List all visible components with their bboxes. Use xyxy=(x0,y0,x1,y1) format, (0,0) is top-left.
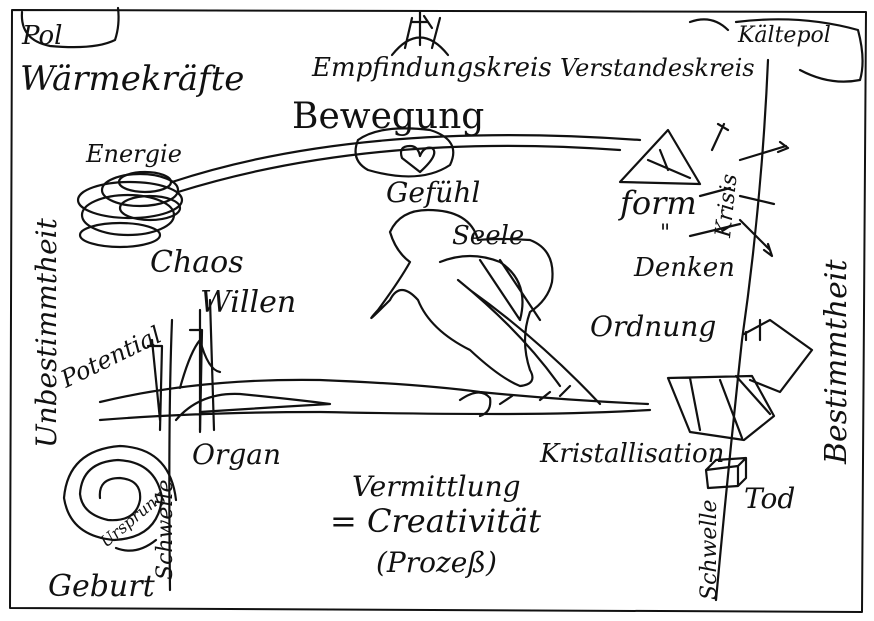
label-pole: Pol xyxy=(21,21,62,51)
label-sensation-circle: Empfindungskreis xyxy=(311,53,552,83)
form-triangle xyxy=(620,130,700,184)
order-shape xyxy=(744,320,812,392)
label-mediation-1: Vermittlung xyxy=(352,470,521,503)
label-mediation-2: = Creativität xyxy=(330,502,541,540)
label-order: Ordnung xyxy=(590,310,716,343)
label-crystallisation: Kristallisation xyxy=(539,439,724,469)
label-ditto: " xyxy=(660,221,670,246)
label-birth: Geburt xyxy=(48,569,156,604)
label-threshold-right: Schwelle xyxy=(697,499,722,600)
label-understanding-circle: Verstandeskreis xyxy=(560,54,755,82)
label-feeling: Gefühl xyxy=(386,176,480,209)
figure-body xyxy=(440,256,600,404)
label-warmth-forces: Wärmekräfte xyxy=(20,59,244,99)
birth-spiral-tail xyxy=(116,540,156,551)
label-chaos: Chaos xyxy=(150,245,244,280)
label-will: Willen xyxy=(200,285,296,320)
label-organ: Organ xyxy=(192,438,281,471)
label-thinking: Denken xyxy=(633,253,735,283)
label-movement: Bewegung xyxy=(292,96,484,137)
label-indeterminacy: Unbestimmtheit xyxy=(30,217,63,448)
label-form: form xyxy=(618,184,697,222)
energy-scribble xyxy=(78,172,182,247)
star-rays xyxy=(392,12,448,55)
label-potential: Potential xyxy=(55,321,165,394)
crystal xyxy=(668,376,774,440)
lying-figure xyxy=(100,300,650,430)
label-energy: Energie xyxy=(85,140,182,168)
label-determinacy: Bestimmtheit xyxy=(819,259,854,465)
label-crisis: Krisis xyxy=(711,173,743,240)
label-death: Tod xyxy=(744,482,795,515)
label-soul: Seele xyxy=(452,221,524,251)
label-cold-pole: Kältepol xyxy=(737,23,831,48)
label-mediation-3: (Prozeß) xyxy=(376,546,497,579)
label-threshold-left: Schwelle xyxy=(153,479,178,580)
